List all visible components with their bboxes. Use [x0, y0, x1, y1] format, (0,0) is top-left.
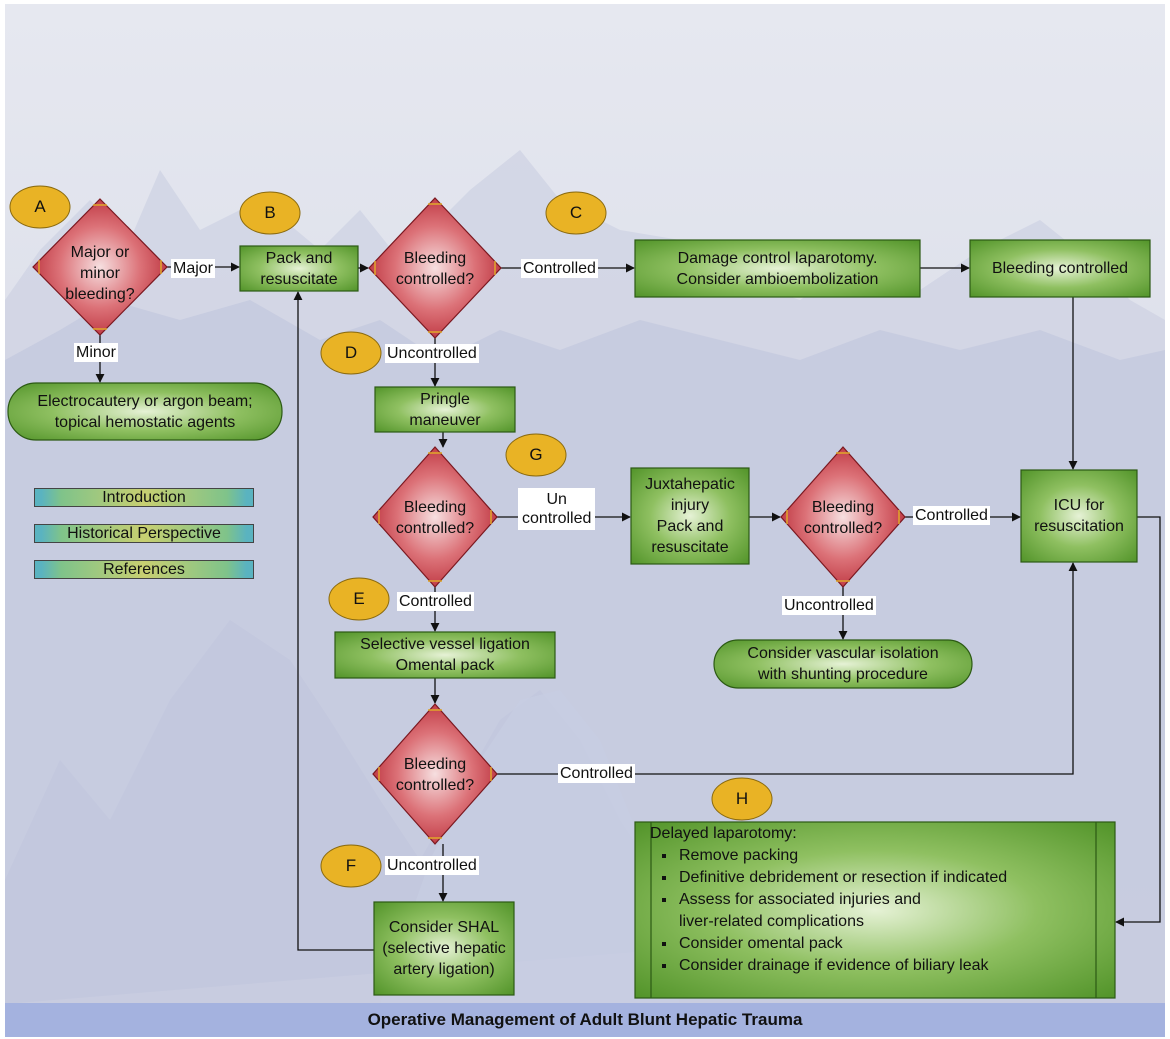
edge-label-uncontrolled-1: Uncontrolled [385, 344, 479, 363]
juxtahepatic-label: Juxtahepatic injury Pack and resuscitate [645, 476, 735, 556]
delayed-laparotomy-box [634, 821, 1116, 999]
shal-box [373, 901, 515, 996]
edge-label-uncontrolled-2: Un controlled [518, 488, 596, 530]
icu-box [1020, 469, 1138, 563]
damage-control-box [634, 239, 921, 298]
pringle-box [374, 386, 516, 433]
edge-label-minor: Minor [74, 343, 119, 362]
bleeding-controlled-1-label: Bleeding controlled? [395, 250, 475, 288]
edge-label-controlled-4: Controlled [558, 764, 635, 783]
bleeding-controlled-box [969, 239, 1151, 298]
marker-e-circle [328, 577, 390, 621]
bleeding-controlled-box-label: Bleeding controlled [991, 260, 1129, 277]
marker-f: F [345, 856, 357, 875]
bleeding-controlled-4-label: Bleeding controlled? [395, 756, 475, 794]
bleeding-controlled-3-label: Bleeding controlled? [803, 499, 883, 537]
marker-c-circle [545, 191, 607, 235]
bleeding-q3-diamond [780, 446, 906, 588]
marker-g: G [529, 445, 543, 464]
delayed-item-2: Definitive debridement or resection if i… [662, 867, 1090, 889]
marker-h: H [735, 789, 749, 808]
vascular-isolation-pill [713, 639, 973, 689]
bleeding-q1-diamond [368, 197, 502, 339]
edge-label-major: Major [171, 259, 216, 278]
delayed-laparotomy-heading: Delayed laparotomy: [650, 825, 797, 842]
edge-shal-to-pack [293, 291, 374, 951]
marker-d-circle [320, 331, 382, 375]
damage-control-label: Damage control laparotomy. Consider ambi… [676, 249, 879, 288]
electrocautery-label: Electrocautery or argon beam; topical he… [37, 392, 253, 431]
marker-d: D [344, 343, 358, 362]
edge-q4-controlled [497, 562, 1078, 775]
introduction-link[interactable]: Introduction [34, 488, 254, 507]
edge-label-controlled-2: Controlled [913, 506, 990, 525]
marker-e: E [353, 589, 365, 608]
marker-c: C [569, 203, 583, 222]
icu-label: ICU for resuscitation [1034, 497, 1124, 535]
connector-lines [95, 262, 1161, 951]
bleeding-q4-diamond [372, 703, 498, 845]
pack-resuscitate-box [239, 245, 359, 292]
electrocautery-pill [7, 382, 283, 441]
bleeding-q2-diamond [372, 446, 498, 588]
delayed-item-3: Assess for associated injuries and liver… [662, 889, 1090, 933]
marker-a: A [34, 197, 46, 216]
pringle-label: Pringle maneuver [409, 390, 481, 429]
historical-perspective-link[interactable]: Historical Perspective [34, 524, 254, 543]
marker-f-circle [320, 844, 382, 888]
major-minor-decision-label: Major or minor bleeding? [65, 243, 135, 303]
selective-ligation-label: Selective vessel ligation Omental pack [360, 636, 530, 674]
edge-label-uncontrolled-3: Uncontrolled [782, 596, 876, 615]
marker-a-circle [9, 185, 71, 229]
pack-resuscitate-label: Pack and resuscitate [260, 249, 338, 288]
shal-label: Consider SHAL (selective hepatic artery … [382, 919, 506, 978]
delayed-item-4: Consider omental pack [662, 933, 1090, 955]
diagram-title: Operative Management of Adult Blunt Hepa… [5, 1003, 1165, 1037]
edge-label-controlled-3: Controlled [397, 592, 474, 611]
bleeding-controlled-2-label: Bleeding controlled? [395, 499, 475, 537]
references-link[interactable]: References [34, 560, 254, 579]
marker-h-circle [711, 777, 773, 821]
marker-g-circle [505, 433, 567, 477]
marker-b-circle [239, 191, 301, 235]
vascular-isolation-label: Consider vascular isolation with shuntin… [747, 645, 939, 683]
edge-label-uncontrolled-4: Uncontrolled [385, 856, 479, 875]
major-minor-diamond [32, 198, 168, 336]
selective-ligation-box [334, 631, 556, 679]
flow-shapes [7, 185, 1151, 999]
marker-b: B [264, 203, 276, 222]
edge-label-controlled-1: Controlled [521, 259, 598, 278]
juxtahepatic-box [630, 467, 750, 565]
edge-icu-to-delayed [1115, 516, 1161, 927]
delayed-item-1: Remove packing [662, 845, 1090, 867]
delayed-item-5: Consider drainage if evidence of biliary… [662, 955, 1090, 977]
